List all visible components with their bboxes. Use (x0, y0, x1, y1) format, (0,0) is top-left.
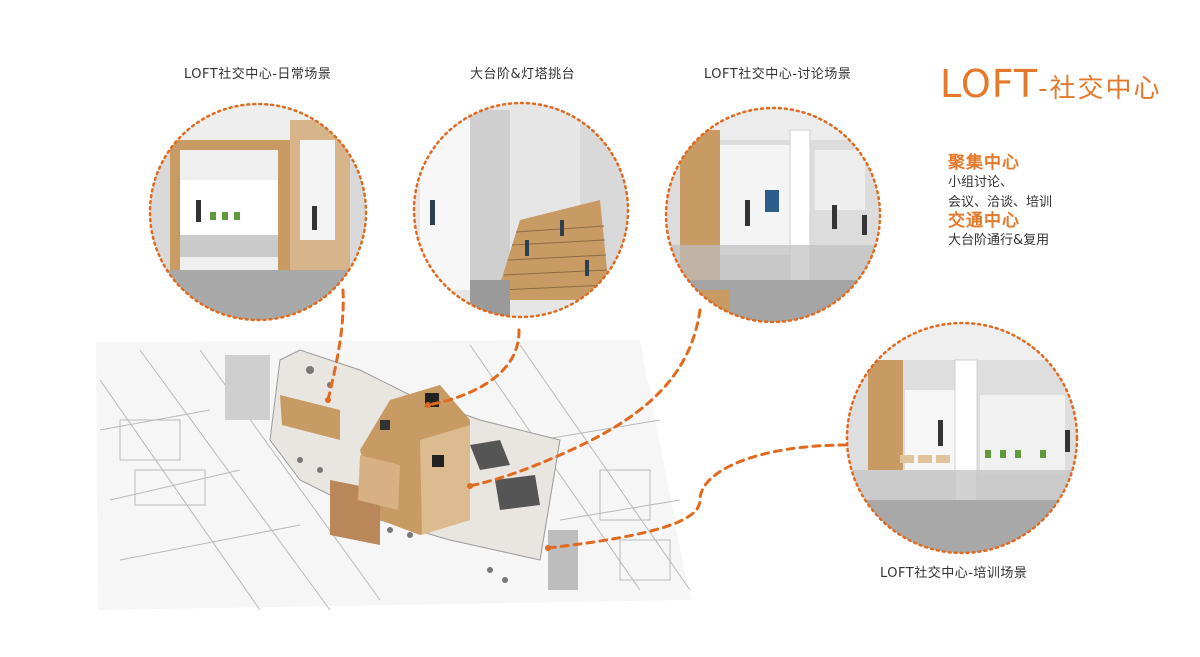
vignette-discussion (664, 106, 882, 324)
floor-plan-axonometric (96, 340, 691, 611)
vignette-training (845, 321, 1079, 555)
connector-training (546, 443, 848, 550)
info-panel: LOFT-社交中心 聚集中心 小组讨论、 会议、洽谈、培训 交通中心 大台阶通行… (940, 62, 1190, 248)
connector-endpoints (325, 397, 551, 551)
section-traffic-heading: 交通中心 (948, 211, 1020, 231)
scene-caption-stairs: 大台阶&灯塔挑台 (470, 67, 576, 82)
connector-discussion (468, 308, 702, 488)
scene-caption-daily: LOFT社交中心-日常场景 (184, 67, 332, 82)
panel-title: LOFT-社交中心 (940, 62, 1190, 106)
connector-lines (326, 288, 848, 550)
section-gathering-line: 小组讨论、 (948, 175, 1014, 190)
section-traffic: 交通中心 大台阶通行&复用 (948, 192, 1049, 251)
panel-title-main: LOFT (940, 62, 1039, 106)
section-gathering: 聚集中心 小组讨论、 会议、洽谈、培训 (948, 134, 1052, 213)
vignette-stairs (412, 101, 630, 319)
connector-stairs (426, 328, 521, 407)
section-gathering-line: 会议、洽谈、培训 (948, 195, 1053, 210)
scene-caption-discussion: LOFT社交中心-讨论场景 (704, 67, 852, 82)
connector-daily (326, 288, 345, 402)
scene-caption-training: LOFT社交中心-培训场景 (880, 566, 1028, 581)
section-gathering-heading: 聚集中心 (948, 153, 1020, 173)
panel-title-suffix: -社交中心 (1038, 74, 1162, 104)
section-traffic-line: 大台阶通行&复用 (948, 233, 1050, 248)
